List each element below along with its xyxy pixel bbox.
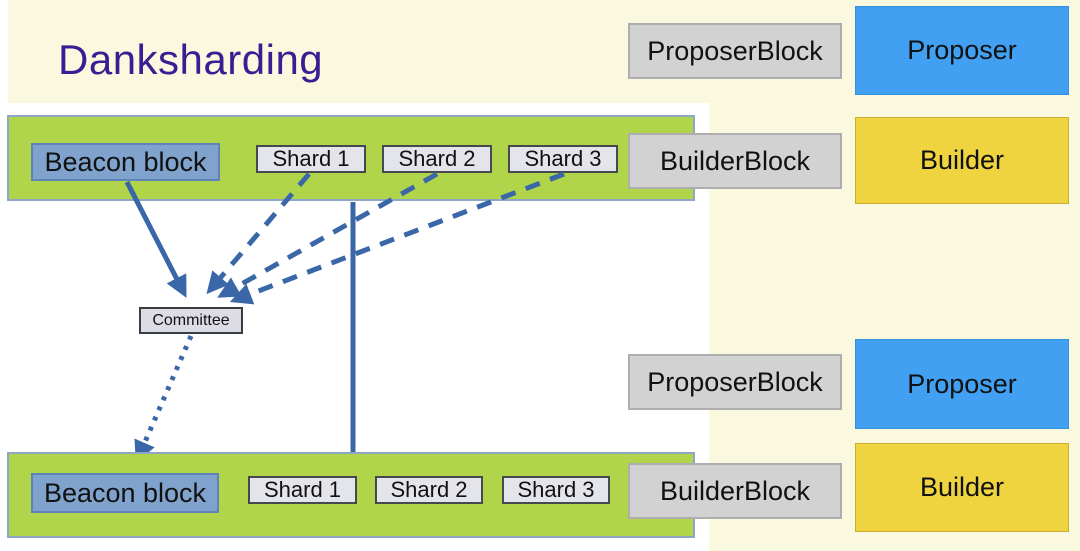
builder-bottom-label: Builder <box>919 472 1005 502</box>
shard-3-top-label: Shard 3 <box>524 146 602 171</box>
builder-box-top: Builder <box>855 117 1069 204</box>
shard-3-top: Shard 3 <box>508 145 618 173</box>
committee-box: Committee <box>139 307 243 334</box>
beacon-block-bottom-label: Beacon block <box>43 477 207 508</box>
shard-2-top-label: Shard 2 <box>398 146 476 171</box>
shard-1-bottom-label: Shard 1 <box>263 477 342 502</box>
proposer-block-top-label: ProposerBlock <box>647 35 823 66</box>
shard-1-top: Shard 1 <box>256 145 366 173</box>
shard-2-bottom: Shard 2 <box>375 476 483 504</box>
beacon-block-bottom: Beacon block <box>31 473 219 513</box>
builder-block-bottom-label: BuilderBlock <box>659 475 811 506</box>
proposer-block-bottom: ProposerBlock <box>628 354 842 410</box>
shard-3-bottom: Shard 3 <box>502 476 610 504</box>
proposer-block-bottom-label: ProposerBlock <box>647 366 823 397</box>
shard-2-top: Shard 2 <box>382 145 492 173</box>
proposer-bottom-label: Proposer <box>907 368 1017 399</box>
beacon-block-top: Beacon block <box>31 143 220 181</box>
committee-label: Committee <box>152 311 230 329</box>
builder-block-bottom: BuilderBlock <box>628 463 842 519</box>
proposer-box-top: Proposer <box>855 6 1069 95</box>
proposer-top-label: Proposer <box>907 35 1017 65</box>
beacon-block-top-label: Beacon block <box>44 146 207 177</box>
shard-2-bottom-label: Shard 2 <box>390 477 468 502</box>
builder-block-top-label: BuilderBlock <box>659 145 811 176</box>
proposer-block-top: ProposerBlock <box>628 23 842 79</box>
builder-block-top: BuilderBlock <box>628 133 842 189</box>
proposer-box-bottom: Proposer <box>855 339 1069 429</box>
shard-3-bottom-label: Shard 3 <box>517 477 595 502</box>
builder-box-bottom: Builder <box>855 443 1069 532</box>
shard-1-bottom: Shard 1 <box>248 476 357 504</box>
page-title: Danksharding <box>58 36 324 83</box>
shard-1-top-label: Shard 1 <box>272 146 350 171</box>
builder-top-label: Builder <box>919 145 1005 175</box>
